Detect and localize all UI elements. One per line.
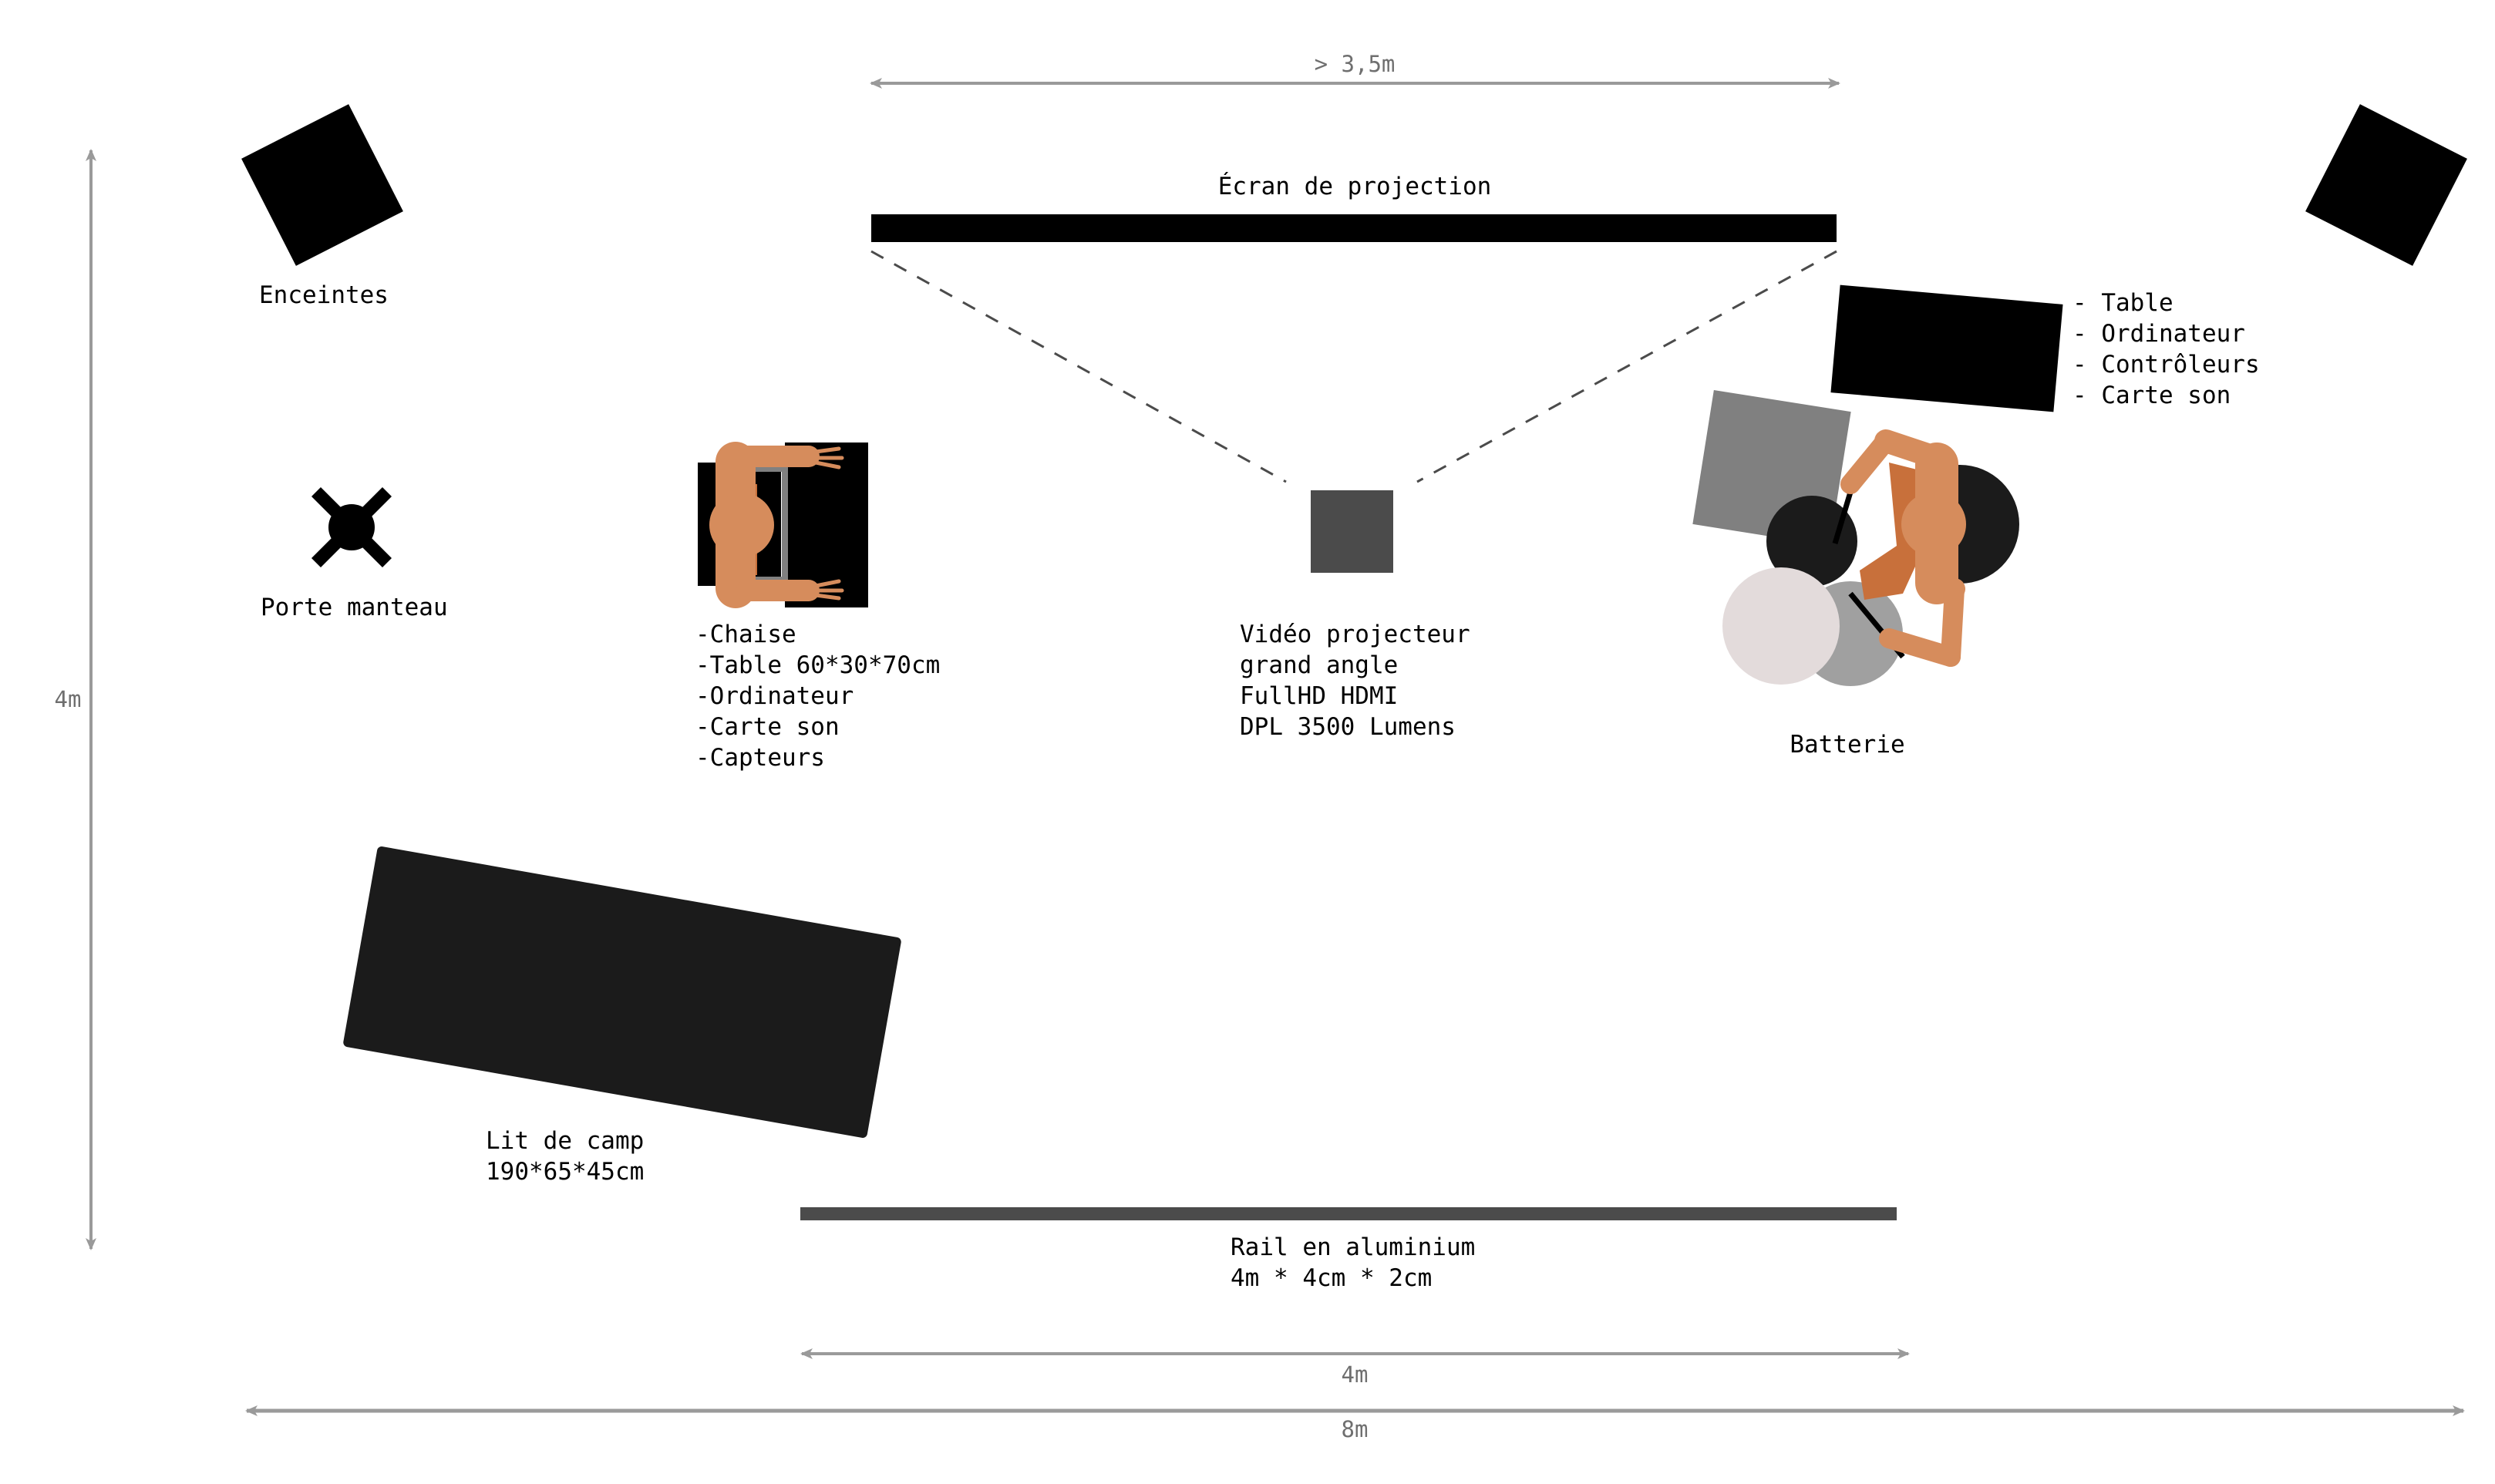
camp-bed [343,846,901,1138]
projection-beam-right [1416,250,1837,483]
projector-label-line: grand angle [1240,651,1398,679]
cymbal [1722,567,1840,685]
tom-drum [1766,496,1857,587]
projector-label: Vidéo projecteur grand angle FullHD HDMI… [1240,621,1484,741]
desk-label-line: -Ordinateur [695,682,854,710]
right-table [1830,284,2063,412]
camp-bed-label-line: 190*65*45cm [486,1158,644,1186]
drummer-person-icon [1840,429,1966,667]
right-table-label-line: - Ordinateur [2072,320,2245,348]
projection-beam-left [870,250,1287,483]
desk-label-line: -Capteurs [695,744,825,772]
dimension-screen-width: > 3,5m [870,51,1840,89]
right-table-label: - Table - Ordinateur - Contrôleurs - Car… [2072,289,2274,409]
desk-label-line: -Table 60*30*70cm [695,651,940,679]
camp-bed-label-line: Lit de camp [486,1127,644,1155]
coat-rack-label: Porte manteau [261,594,448,621]
right-table-label-line: - Contrôleurs [2072,351,2260,379]
desk-label-line: -Carte son [695,713,840,741]
rail-label-line: Rail en aluminium [1231,1233,1475,1261]
rail-label-line: 4m * 4cm * 2cm [1231,1264,1432,1292]
projector-label-line: FullHD HDMI [1240,682,1398,710]
dimension-room-width: 8m [245,1405,2465,1442]
projector-label-line: DPL 3500 Lumens [1240,713,1456,741]
dimension-room-depth: 4m [55,149,96,1250]
rail-label: Rail en aluminium 4m * 4cm * 2cm [1231,1233,1490,1292]
projector-label-line: Vidéo projecteur [1240,621,1470,648]
aluminium-rail [800,1207,1897,1220]
drums-label: Batterie [1790,731,1904,759]
desk-station [698,442,868,608]
person-top-view-icon [709,442,844,608]
dimension-room-depth-label: 4m [55,686,82,712]
speaker-left-icon [241,104,403,266]
right-table-label-line: - Table [2072,289,2173,317]
speakers-label: Enceintes [259,281,389,309]
projection-screen [871,214,1837,242]
desk-label-line: -Chaise [695,621,796,648]
camp-bed-label: Lit de camp 190*65*45cm [486,1127,658,1186]
dimension-rail-width: 4m [800,1348,1910,1388]
speaker-right-icon [2305,104,2467,266]
desk-label: -Chaise -Table 60*30*70cm -Ordinateur -C… [695,621,955,772]
coat-rack-icon [311,486,392,568]
projection-screen-label: Écran de projection [1218,173,1492,200]
dimension-screen-width-label: > 3,5m [1315,51,1396,77]
dimension-room-width-label: 8m [1342,1416,1369,1442]
dimension-rail-width-label: 4m [1342,1361,1369,1388]
right-table-label-line: - Carte son [2072,382,2231,409]
drum-kit-icon [1692,390,2019,686]
video-projector [1311,490,1393,573]
